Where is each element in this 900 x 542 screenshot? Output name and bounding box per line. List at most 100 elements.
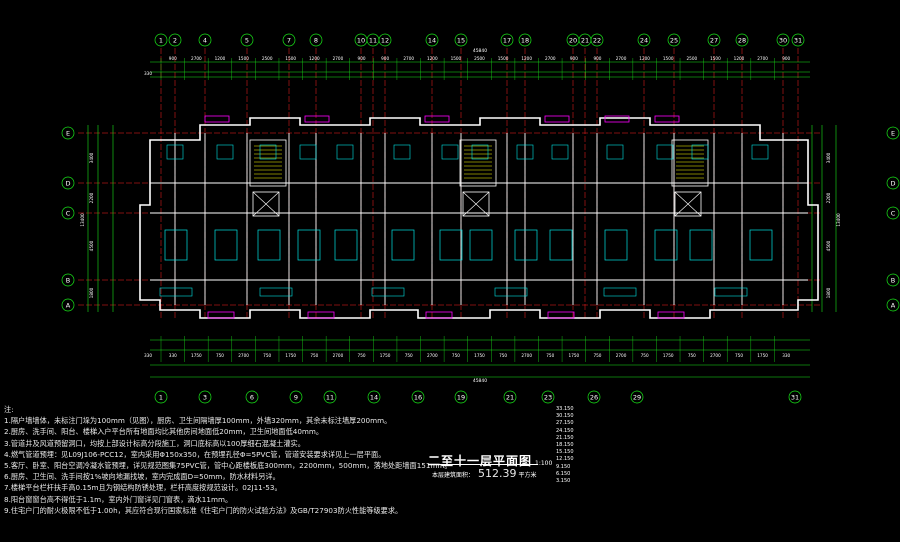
axis-label-top: 7 [287, 37, 291, 45]
dim-label-bottom: 330 [782, 353, 790, 358]
elevator-shaft [674, 191, 702, 217]
note-line: 2.厨房、洗手间、阳台、楼梯入户平台所有地面均比其他房间地面低20mm，卫生间地… [4, 427, 324, 437]
dim-label-bottom: 750 [593, 353, 601, 358]
elevator-cross [252, 191, 280, 217]
general-notes: 注: 1.隔户墙墙体，未标注门垛为100mm（见图），厨房、卫生间隔墙厚100m… [4, 404, 524, 516]
axis-label-top: 24 [640, 37, 648, 45]
axis-label-top: 2 [173, 37, 177, 45]
dim-label-bottom: 1750 [285, 353, 296, 358]
axis-bubble-top [667, 33, 681, 47]
axis-label-top: 10 [357, 37, 365, 45]
elevator-shaft [252, 191, 280, 217]
dim-label-bottom: 2700 [521, 353, 532, 358]
dim-label-top: 2700 [757, 56, 768, 61]
area-value: 512.39 [478, 467, 517, 480]
balcony-rail [159, 287, 193, 297]
axis-bubble-top [198, 33, 212, 47]
elevator-cross [462, 191, 490, 217]
axis-label-top: 5 [245, 37, 249, 45]
axis-bubble-top [776, 33, 790, 47]
window-top [544, 115, 570, 123]
axis-bubble-bottom [367, 390, 381, 404]
axis-bubble-top [590, 33, 604, 47]
dim-label-bottom: 750 [263, 353, 271, 358]
elevation-value: 33.150 [556, 406, 574, 412]
stair-core [249, 139, 287, 187]
dim-label-right: 3400 [826, 152, 831, 163]
dim-label-bottom: 750 [310, 353, 318, 358]
axis-bubble-top [500, 33, 514, 47]
axis-bubble-top [378, 33, 392, 47]
dim-label-top: 1500 [663, 56, 674, 61]
axis-bubble-top [637, 33, 651, 47]
axis-label-bottom: 23 [544, 394, 552, 402]
axis-bubble-top [425, 33, 439, 47]
overall-dimension-top: 45840 [473, 48, 487, 54]
axis-label-top: 20 [569, 37, 577, 45]
elevation-value: 15.150 [556, 449, 574, 456]
dim-label-top: 900 [570, 56, 578, 61]
axis-bubble-bottom [245, 390, 259, 404]
axis-label-top: 27 [710, 37, 718, 45]
kitchen-fixture [216, 144, 234, 160]
bed-fixture [689, 229, 713, 261]
elevation-value: 30.150 [556, 413, 574, 420]
axis-bubble-top [309, 33, 323, 47]
dim-label-top: 1500 [285, 56, 296, 61]
dim-label-bottom: 2700 [427, 353, 438, 358]
axis-label-top: 21 [581, 37, 589, 45]
axis-label-left: B [66, 277, 70, 285]
axis-bubble-top [791, 33, 805, 47]
dim-label-right: 2200 [826, 192, 831, 203]
axis-bubble-bottom [323, 390, 337, 404]
building-outline [139, 115, 819, 319]
axis-bubble-left [61, 273, 75, 287]
dim-label-bottom: 750 [452, 353, 460, 358]
overall-dimension-left: 13400 [80, 213, 85, 227]
axis-bubble-right [886, 176, 900, 190]
dim-label-bottom: 750 [641, 353, 649, 358]
window-bottom [547, 311, 575, 319]
bed-fixture [749, 229, 773, 261]
axis-bubble-bottom [541, 390, 555, 404]
axis-grid [78, 48, 822, 320]
dim-label-bottom: 750 [358, 353, 366, 358]
drawing-title: 二至十一层平面图 [428, 454, 533, 468]
dim-label-top: 2500 [262, 56, 273, 61]
window-bottom [207, 311, 235, 319]
axis-bubble-right [886, 206, 900, 220]
axis-bubble-right [886, 126, 900, 140]
kitchen-fixture [606, 144, 624, 160]
window-top [654, 115, 680, 123]
dim-label-top: 1200 [427, 56, 438, 61]
window-top [604, 115, 630, 123]
bed-fixture [604, 229, 628, 261]
dim-label-top: 1200 [734, 56, 745, 61]
bed-fixture [654, 229, 678, 261]
axis-bubble-top [154, 33, 168, 47]
elevation-value: 6.150 [556, 470, 571, 477]
axis-bubble-top [454, 33, 468, 47]
balcony-rail [494, 287, 528, 297]
balcony-rail [714, 287, 748, 297]
axis-label-right: B [891, 277, 895, 285]
bed-fixture [297, 229, 321, 261]
dim-label-top: 900 [381, 56, 389, 61]
axis-label-top: 4 [203, 37, 207, 45]
axis-label-right: A [891, 302, 896, 310]
dim-label-bottom: 2700 [710, 353, 721, 358]
axis-bubble-left [61, 298, 75, 312]
dim-label-top: 1500 [710, 56, 721, 61]
dim-label-bottom: 750 [688, 353, 696, 358]
axis-bubble-bottom [289, 390, 303, 404]
axis-label-top: 31 [794, 37, 802, 45]
axis-label-left: D [65, 180, 70, 188]
dim-label-bottom: 2700 [616, 353, 627, 358]
dim-label-top: 2700 [545, 56, 556, 61]
dim-label-bottom: 2700 [333, 353, 344, 358]
note-line: 注: [4, 405, 14, 414]
axis-label-top: 15 [457, 37, 465, 45]
